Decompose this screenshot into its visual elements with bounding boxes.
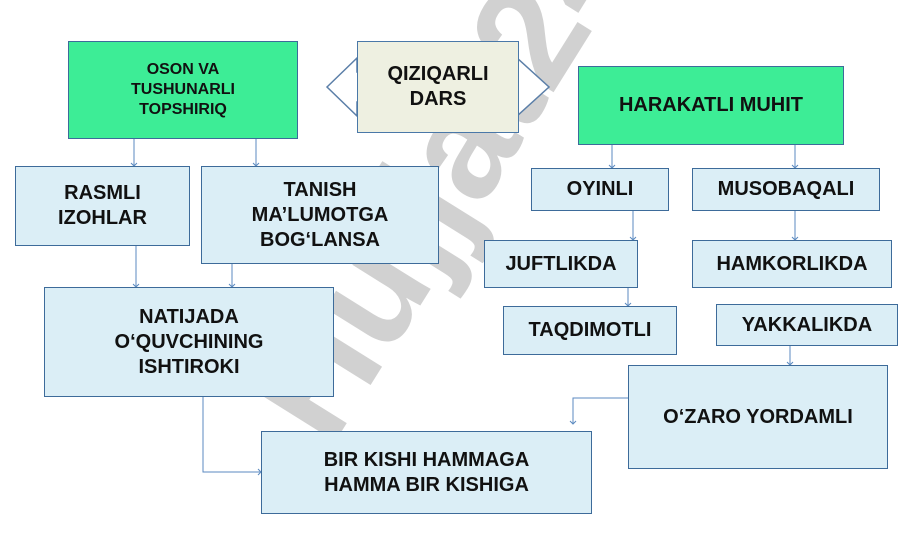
node-label: O‘ZARO YORDAMLI [663, 405, 853, 428]
node-ozaro-yordamli: O‘ZARO YORDAMLI [628, 365, 888, 469]
node-label: HARAKATLI MUHIT [618, 94, 804, 116]
node-taqdimotli: TAQDIMOTLI [503, 306, 677, 355]
node-bir-kishi-hammaga: BIR KISHI HAMMAGA HAMMA BIR KISHIGA [261, 431, 592, 514]
node-label: OYINLI [566, 178, 634, 200]
node-label: MUSOBAQALI [717, 178, 855, 200]
node-label: HAMKORLIKDA [716, 252, 868, 275]
node-hamkorlikda: HAMKORLIKDA [692, 240, 892, 288]
node-label: TAQDIMOTLI [528, 319, 652, 341]
node-label: RASMLI IZOHLAR [58, 182, 147, 229]
arrow-ozaro-birkishi [569, 397, 628, 425]
node-rasmli-izohlar: RASMLI IZOHLAR [15, 166, 190, 246]
node-label: OSON VA TUSHUNARLI TOPSHIRIQ [131, 61, 235, 118]
node-qiziqarli-dars: QIZIQARLI DARS [357, 41, 519, 133]
arrow-natijada-birkishi [202, 397, 262, 476]
node-natijada: NATIJADA O‘QUVCHINING ISHTIROKI [44, 287, 334, 397]
node-juftlikda: JUFTLIKDA [484, 240, 638, 288]
node-label: BIR KISHI HAMMAGA HAMMA BIR KISHIGA [323, 448, 530, 496]
node-label: TANISH MA’LUMOTGA BOG‘LANSA [251, 178, 389, 251]
node-oson-va-tushunarli: OSON VA TUSHUNARLI TOPSHIRIQ [68, 41, 298, 139]
node-label: QIZIQARLI DARS [387, 63, 489, 110]
node-tanish-malumotga: TANISH MA’LUMOTGA BOG‘LANSA [201, 166, 439, 264]
node-label: JUFTLIKDA [505, 252, 617, 275]
node-oyinli: OYINLI [531, 168, 669, 211]
node-label: YAKKALIKDA [741, 313, 873, 336]
node-musobaqali: MUSOBAQALI [692, 168, 880, 211]
node-label: NATIJADA O‘QUVCHINING ISHTIROKI [114, 305, 264, 378]
node-yakkalikda: YAKKALIKDA [716, 304, 898, 346]
node-harakatli-muhit: HARAKATLI MUHIT [578, 66, 844, 145]
